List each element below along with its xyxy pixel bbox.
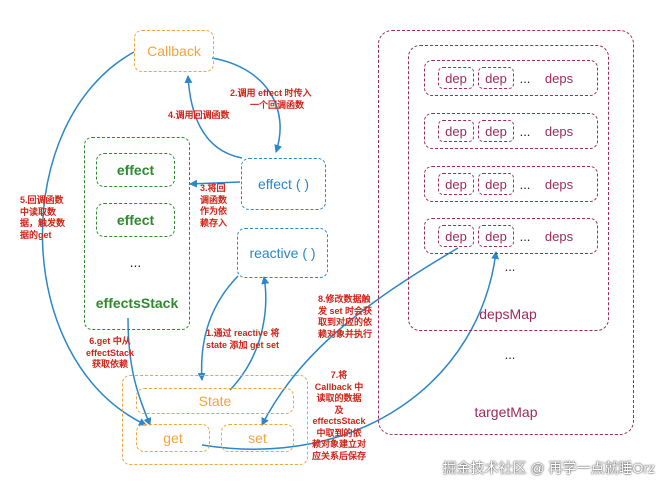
dep-box: dep — [478, 225, 514, 247]
dep-ellipsis: ... — [519, 123, 531, 139]
dep-box: dep — [478, 67, 514, 89]
effect-item: effect — [96, 153, 175, 187]
reactive-function-box: reactive ( ) — [237, 228, 328, 278]
annotation-step5: 5.回调函数中读取数据，触发数据的get — [20, 195, 66, 240]
dep-box: dep — [438, 120, 474, 142]
deps-row — [424, 218, 598, 254]
annotation-step2: 2.调用 effect 时传入一个回调函数 — [230, 88, 312, 110]
arrow-step2 — [211, 57, 283, 153]
effect-item: effect — [96, 203, 175, 237]
target-map-label: targetMap — [474, 404, 538, 420]
deps-map-label: depsMap — [479, 306, 537, 322]
dep-box: dep — [478, 120, 514, 142]
dep-box: dep — [438, 173, 474, 195]
effects-stack-label: effectsStack — [95, 295, 179, 311]
dep-ellipsis: ... — [519, 70, 531, 86]
set-box: set — [221, 424, 294, 452]
dep-box: dep — [438, 67, 474, 89]
arrow-step1-up — [229, 276, 270, 391]
deps-row — [424, 166, 598, 202]
effects-stack-container — [84, 137, 190, 330]
deps-row — [424, 60, 598, 96]
arrow-step3 — [189, 179, 241, 188]
annotation-step4: 4.调用回调函数 — [168, 110, 230, 120]
deps-label: deps — [544, 123, 574, 139]
dep-ellipsis: ... — [519, 176, 531, 192]
deps-label: deps — [544, 176, 574, 192]
annotation-step8: 8.修改数据触发 set 时会获取到对应的依赖对象并执行 — [318, 294, 373, 339]
state-label: State — [136, 388, 294, 414]
deps-row — [424, 113, 598, 149]
get-box: get — [136, 424, 210, 452]
arrow-step4 — [184, 75, 243, 159]
callback-box: Callback — [134, 30, 214, 72]
dep-box: dep — [478, 173, 514, 195]
target-map-container — [378, 30, 634, 435]
effect-function-box: effect ( ) — [241, 158, 326, 210]
effects-ellipsis: ... — [129, 254, 142, 270]
targetmap-ellipsis: ... — [504, 346, 516, 362]
arrow-step6 — [127, 317, 152, 426]
state-container — [122, 375, 308, 465]
arrow-step8 — [261, 247, 459, 426]
arrow-step7 — [201, 251, 500, 450]
annotation-step3: 3.将回调函数作为依赖存入 — [200, 183, 228, 228]
watermark: 掘金技术社区 @ 再学一点就睡Orz — [442, 460, 655, 476]
arrow-step5 — [41, 51, 147, 426]
arrow-step1-down — [197, 275, 239, 381]
deps-map-container — [408, 45, 609, 331]
deps-ellipsis: ... — [504, 258, 516, 274]
dep-ellipsis: ... — [519, 228, 531, 244]
deps-label: deps — [544, 228, 574, 244]
dep-box: dep — [438, 225, 474, 247]
deps-label: deps — [544, 70, 574, 86]
